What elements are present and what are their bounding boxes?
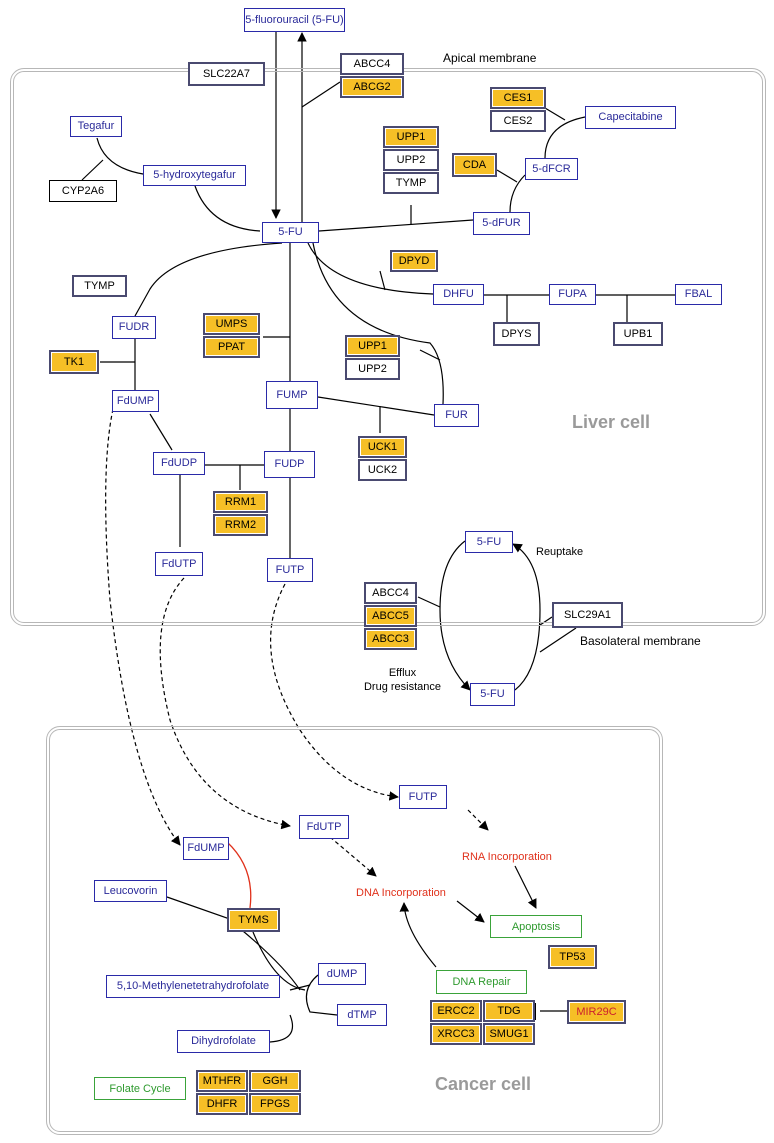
process-dna-repair[interactable]: DNA Repair <box>436 970 527 994</box>
liver-cell-label: Liver cell <box>572 412 651 432</box>
node-fump[interactable]: FUMP <box>266 381 318 409</box>
gene-smug1[interactable]: SMUG1 <box>483 1023 535 1045</box>
gene-fpgs[interactable]: FPGS <box>249 1093 301 1115</box>
dna-incorporation-label: DNA Incorporation <box>356 887 446 899</box>
node-dhfu[interactable]: DHFU <box>433 284 484 305</box>
gene-upb1[interactable]: UPB1 <box>613 322 663 346</box>
gene-abcg2[interactable]: ABCG2 <box>340 76 404 98</box>
gene-upp2-mid[interactable]: UPP2 <box>345 358 400 380</box>
gene-ces1[interactable]: CES1 <box>490 87 546 109</box>
node-5fu-center[interactable]: 5-FU <box>262 222 319 243</box>
node-fudp[interactable]: FUDP <box>264 451 315 478</box>
gene-mthfr[interactable]: MTHFR <box>196 1070 248 1092</box>
gene-tp53[interactable]: TP53 <box>548 945 597 969</box>
node-5dfcr[interactable]: 5-dFCR <box>525 158 578 180</box>
gene-upp1-mid[interactable]: UPP1 <box>345 335 400 357</box>
gene-umps[interactable]: UMPS <box>203 313 260 335</box>
cancer-cell-label: Cancer cell <box>435 1074 532 1094</box>
gene-abcc4-top[interactable]: ABCC4 <box>340 53 404 75</box>
gene-abcc5[interactable]: ABCC5 <box>364 605 417 627</box>
gene-uck2[interactable]: UCK2 <box>358 459 407 481</box>
node-fupa[interactable]: FUPA <box>549 284 596 305</box>
node-fdump-cancer[interactable]: FdUMP <box>183 837 229 860</box>
reuptake-label: Reuptake <box>536 546 584 558</box>
gene-rrm2[interactable]: RRM2 <box>213 514 268 536</box>
node-fbal[interactable]: FBAL <box>675 284 722 305</box>
rna-incorporation-label: RNA Incorporation <box>462 851 552 863</box>
node-fur[interactable]: FUR <box>434 404 479 427</box>
node-futp-liver[interactable]: FUTP <box>267 558 313 582</box>
gene-abcc4-bottom[interactable]: ABCC4 <box>364 582 417 604</box>
gene-slc29a1[interactable]: SLC29A1 <box>552 602 623 628</box>
node-5fu-efflux[interactable]: 5-FU <box>470 683 515 706</box>
node-futp-cancer[interactable]: FUTP <box>399 785 447 809</box>
node-fdump-liver[interactable]: FdUMP <box>112 390 159 412</box>
gene-tk1[interactable]: TK1 <box>49 350 99 374</box>
process-folate-cycle[interactable]: Folate Cycle <box>94 1077 186 1100</box>
gene-dpys[interactable]: DPYS <box>493 322 540 346</box>
cancer-cell-membrane <box>46 726 663 1135</box>
node-5fu-top[interactable]: 5-fluorouracil (5-FU) <box>244 8 345 32</box>
drug-resistance-label: Drug resistance <box>363 681 442 693</box>
gene-ces2[interactable]: CES2 <box>490 110 546 132</box>
efflux-label: Efflux <box>388 667 417 679</box>
node-5dfur[interactable]: 5-dFUR <box>473 212 530 235</box>
gene-dpyd[interactable]: DPYD <box>390 250 438 272</box>
gene-ggh[interactable]: GGH <box>249 1070 301 1092</box>
process-apoptosis[interactable]: Apoptosis <box>490 915 582 938</box>
basolateral-membrane-label: Basolateral membrane <box>580 634 701 648</box>
node-fudr[interactable]: FUDR <box>112 316 156 339</box>
node-dtmp[interactable]: dTMP <box>337 1004 387 1026</box>
gene-tdg[interactable]: TDG <box>483 1000 535 1022</box>
gene-uck1[interactable]: UCK1 <box>358 436 407 458</box>
node-methylenetetrahydrofolate[interactable]: 5,10-Methylenetetrahydrofolate <box>106 975 280 998</box>
gene-cyp2a6[interactable]: CYP2A6 <box>49 180 117 202</box>
gene-tymp-top[interactable]: TYMP <box>383 172 439 194</box>
node-5-hydroxytegafur[interactable]: 5-hydroxytegafur <box>143 165 246 186</box>
gene-upp2-top[interactable]: UPP2 <box>383 149 439 171</box>
gene-abcc3[interactable]: ABCC3 <box>364 628 417 650</box>
node-dump[interactable]: dUMP <box>318 963 366 985</box>
gene-slc22a7[interactable]: SLC22A7 <box>188 62 265 86</box>
gene-tymp-left[interactable]: TYMP <box>72 275 127 297</box>
gene-xrcc3[interactable]: XRCC3 <box>430 1023 482 1045</box>
node-tegafur[interactable]: Tegafur <box>70 116 122 137</box>
node-fdutp-cancer[interactable]: FdUTP <box>299 815 349 839</box>
node-5fu-reuptake[interactable]: 5-FU <box>465 531 513 553</box>
gene-mir29c[interactable]: MIR29C <box>567 1000 626 1024</box>
node-dihydrofolate[interactable]: Dihydrofolate <box>177 1030 270 1053</box>
gene-tyms[interactable]: TYMS <box>227 908 280 932</box>
gene-rrm1[interactable]: RRM1 <box>213 491 268 513</box>
node-fdudp[interactable]: FdUDP <box>153 452 205 475</box>
node-leucovorin[interactable]: Leucovorin <box>94 880 167 902</box>
gene-cda[interactable]: CDA <box>452 153 497 177</box>
gene-ercc2[interactable]: ERCC2 <box>430 1000 482 1022</box>
gene-ppat[interactable]: PPAT <box>203 336 260 358</box>
node-capecitabine[interactable]: Capecitabine <box>585 106 676 129</box>
gene-upp1-top[interactable]: UPP1 <box>383 126 439 148</box>
gene-dhfr[interactable]: DHFR <box>196 1093 248 1115</box>
apical-membrane-label: Apical membrane <box>443 51 537 65</box>
node-fdutp-liver[interactable]: FdUTP <box>155 552 203 576</box>
